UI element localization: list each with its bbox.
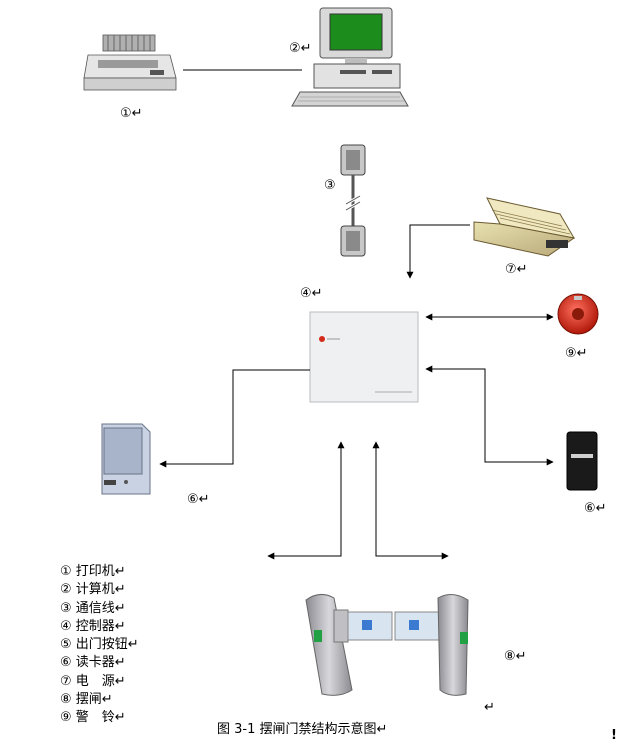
- legend-item: ④ 控制器↵: [60, 618, 126, 634]
- controller-turnstile-right-arrow: [372, 441, 449, 560]
- controller-box: [309, 311, 419, 403]
- power-supply-device: [473, 197, 576, 257]
- legend-item: ② 计算机↵: [60, 582, 126, 598]
- legend-item: ① 打印机↵: [60, 564, 126, 579]
- computer-device: [291, 7, 409, 107]
- legend-item: ⑤ 出门按钮↵: [60, 637, 139, 653]
- controller-right-reader-arrow: [425, 365, 554, 466]
- card-reader-left: [101, 423, 151, 495]
- label-cable: ③: [324, 178, 336, 193]
- card-reader-right: [566, 431, 598, 491]
- label-card-reader-left: ⑥↵: [187, 492, 210, 507]
- label-card-reader-right: ⑥↵: [584, 501, 607, 516]
- stray-return-mark: ↵: [484, 700, 495, 715]
- corner-mark: !: [611, 728, 617, 743]
- legend-item: ⑧ 摆闸↵: [60, 692, 113, 708]
- legend-item: ⑦ 电 源↵: [60, 673, 126, 689]
- controller-turnstile-left-arrow: [267, 441, 345, 560]
- power-to-controller-arrow: [406, 224, 470, 279]
- turnstile-gate: [305, 594, 469, 696]
- legend-item: ③ 通信线↵: [60, 600, 126, 616]
- label-turnstile: ⑧↵: [504, 649, 527, 664]
- label-computer: ②↵: [289, 41, 312, 56]
- legend-item: ⑥ 读卡器↵: [60, 655, 126, 671]
- label-bell: ⑨↵: [565, 346, 588, 361]
- communication-cable: [340, 144, 366, 257]
- alarm-bell: [557, 293, 599, 335]
- printer-device: [83, 34, 177, 91]
- controller-left-reader-arrow: [159, 369, 310, 468]
- label-controller: ④↵: [300, 286, 323, 301]
- legend-list: ① 打印机↵ ② 计算机↵ ③ 通信线↵ ④ 控制器↵ ⑤ 出门按钮↵ ⑥ 读卡…: [60, 563, 139, 728]
- figure-caption: 图 3-1 摆闸门禁结构示意图↵: [217, 722, 388, 737]
- label-power-supply: ⑦↵: [505, 262, 528, 277]
- legend-item: ⑨ 警 铃↵: [60, 710, 126, 726]
- label-printer: ①↵: [120, 106, 143, 121]
